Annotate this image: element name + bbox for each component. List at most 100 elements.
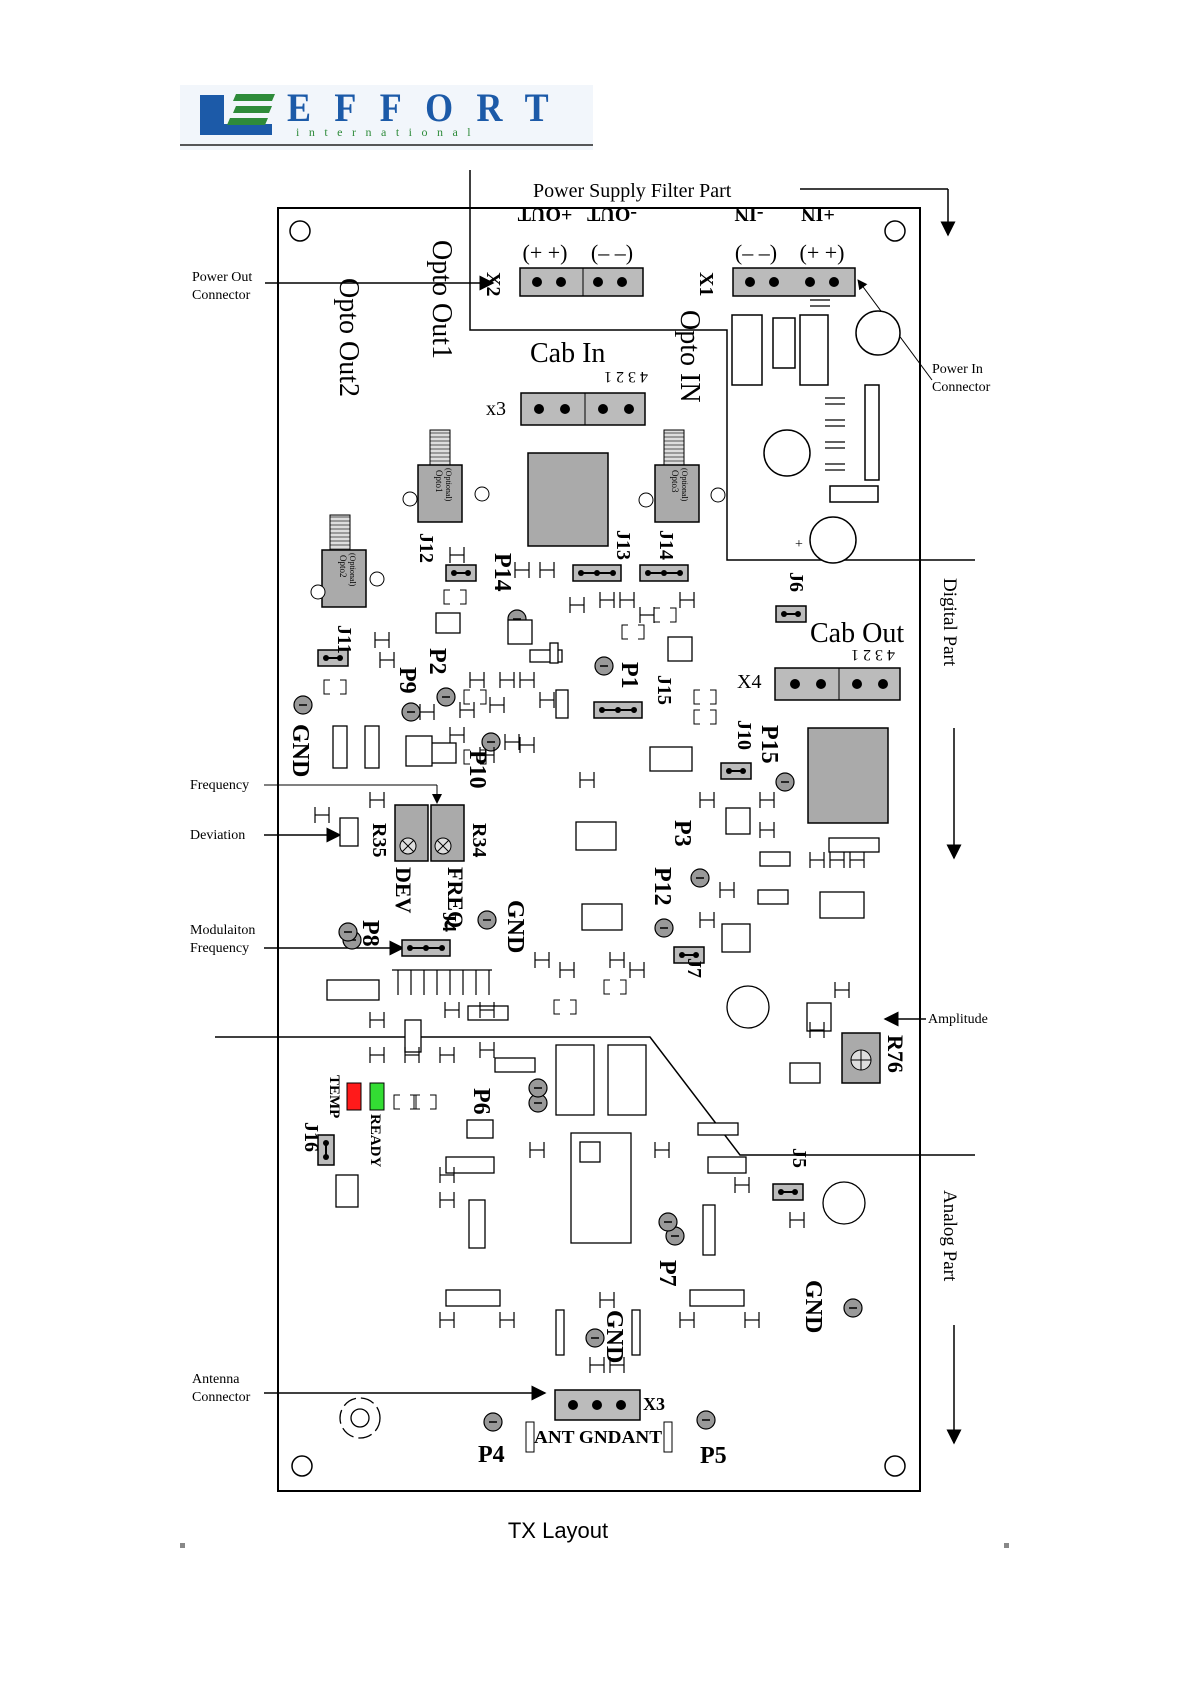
jumper-label-j7: J7 — [683, 958, 705, 978]
cab-out-connector — [774, 667, 901, 701]
cab-in-connector — [520, 392, 646, 426]
ant-gnd-ant-label: ANT GNDANT — [534, 1427, 662, 1447]
gnd-test-point[interactable] — [654, 918, 674, 938]
x2-label: X2 — [482, 272, 504, 296]
temp-led — [346, 1082, 362, 1111]
gnd-test-point[interactable] — [585, 1328, 605, 1348]
test-point-p15[interactable] — [775, 772, 795, 792]
main-ic — [527, 452, 609, 547]
jumper-label-j10: J10 — [733, 720, 755, 750]
jumper-j14[interactable] — [639, 564, 689, 582]
test-point-p10[interactable] — [481, 732, 501, 752]
mod-frequency-callout-1: Modulaiton — [190, 923, 255, 938]
jumper-label-j6: J6 — [785, 572, 807, 592]
x1-label: X1 — [695, 272, 717, 296]
test-point-p3[interactable] — [690, 868, 710, 888]
company-logo: EFFORT international — [180, 85, 593, 150]
jumper-j11[interactable] — [317, 649, 349, 667]
r76-amplitude-trimmer[interactable] — [841, 1032, 881, 1084]
jumper-j5[interactable] — [772, 1183, 804, 1201]
test-point-label-p15: P15 — [756, 725, 782, 764]
test-point-label-p5: P5 — [700, 1443, 727, 1469]
jumper-j15[interactable] — [593, 701, 643, 719]
r34-label: R34 — [468, 823, 490, 857]
mounting-holes — [289, 220, 906, 1477]
jumper-label-j16: J16 — [300, 1122, 322, 1152]
opto1-module: Opto1 (Optional) — [402, 429, 490, 523]
figure-caption: TX Layout — [508, 1518, 608, 1543]
test-point-label-p2: P2 — [424, 648, 450, 675]
digital-part-label: Digital Part — [939, 578, 960, 667]
r35-deviation-trimmer[interactable] — [394, 804, 429, 862]
antenna-mount — [339, 1397, 381, 1439]
opto3-module: Opto3 (Optional) — [638, 429, 726, 523]
test-point-p9[interactable] — [401, 702, 421, 722]
jumper-j4[interactable] — [401, 939, 451, 957]
jumper-label-j14: J14 — [655, 530, 677, 560]
test-point-p7[interactable] — [665, 1226, 685, 1246]
test-point-p5[interactable] — [696, 1410, 716, 1430]
jumper-label-j4: J4 — [438, 912, 460, 932]
test-point-label-p14: P14 — [489, 553, 515, 592]
test-point-label-p7: P7 — [654, 1260, 680, 1287]
power-out-callout-2: Connector — [192, 288, 251, 303]
test-point-p4[interactable] — [483, 1412, 503, 1432]
gnd-test-point[interactable] — [843, 1298, 863, 1318]
gnd-test-point[interactable] — [338, 922, 358, 942]
x3-label: x3 — [486, 398, 506, 420]
power-in-connector — [732, 267, 856, 297]
r76-label: R76 — [883, 1035, 908, 1073]
gnd-test-point[interactable] — [658, 1212, 678, 1232]
svg-text:+: + — [795, 537, 803, 552]
cab-in-pin-numbers: 4 3 2 1 — [604, 368, 648, 385]
x4-label: X4 — [737, 671, 761, 693]
gnd-test-point[interactable] — [293, 695, 313, 715]
gnd-test-point[interactable] — [477, 910, 497, 930]
amplitude-callout: Amplitude — [928, 1012, 988, 1027]
jumper-j6[interactable] — [775, 605, 807, 623]
in-minus-label: -IN — [734, 203, 763, 225]
jumper-j7[interactable] — [673, 946, 705, 964]
deviation-callout: Deviation — [190, 828, 245, 843]
opto3-text: Opto3 — [670, 470, 680, 493]
test-point-p6[interactable] — [528, 1093, 548, 1113]
digital-ic — [807, 727, 889, 824]
power-in-callout-1: Power In — [932, 362, 983, 377]
antenna-callout-1: Antenna — [192, 1372, 240, 1387]
jumper-label-j12: J12 — [415, 533, 437, 563]
test-point-label-p1: P1 — [616, 662, 642, 689]
gnd-test-point[interactable] — [528, 1078, 548, 1098]
out-minus-label: -OUT — [586, 203, 637, 225]
jumper-j12[interactable] — [445, 564, 477, 582]
opto1-text: Opto1 — [434, 470, 444, 493]
jumper-label-j13: J13 — [612, 530, 634, 560]
cab-out-label: Cab Out — [810, 618, 904, 649]
antenna-callout-2: Connector — [192, 1390, 251, 1405]
jumper-label-j5: J5 — [788, 1148, 810, 1168]
jumper-j10[interactable] — [720, 762, 752, 780]
test-point-p1[interactable] — [594, 656, 614, 676]
test-point-label-p3: P3 — [669, 820, 695, 847]
logo-subtitle: international — [296, 125, 480, 139]
jumper-j16[interactable] — [317, 1134, 335, 1166]
gnd-label-left: GND — [287, 724, 313, 777]
in-pins-plus: (+ +) — [800, 240, 845, 265]
test-point-p2[interactable] — [436, 687, 456, 707]
in-plus-label: +IN — [801, 203, 835, 225]
frequency-callout: Frequency — [190, 778, 249, 793]
r34-frequency-trimmer[interactable] — [430, 804, 465, 862]
test-point-label-p9: P9 — [394, 667, 420, 694]
section-dividers — [215, 170, 975, 1445]
cab-in-label: Cab In — [530, 338, 605, 369]
jumper-label-j15: J15 — [653, 675, 675, 705]
power-out-callout-1: Power Out — [192, 270, 252, 285]
opto2-text: Opto2 — [338, 555, 348, 578]
opto2-optional: (Optional) — [348, 553, 357, 587]
jumper-j13[interactable] — [572, 564, 622, 582]
test-point-label-p8: P8 — [357, 920, 383, 947]
out-plus-label: +OUT — [517, 203, 572, 225]
jumper-label-j11: J11 — [333, 625, 355, 654]
